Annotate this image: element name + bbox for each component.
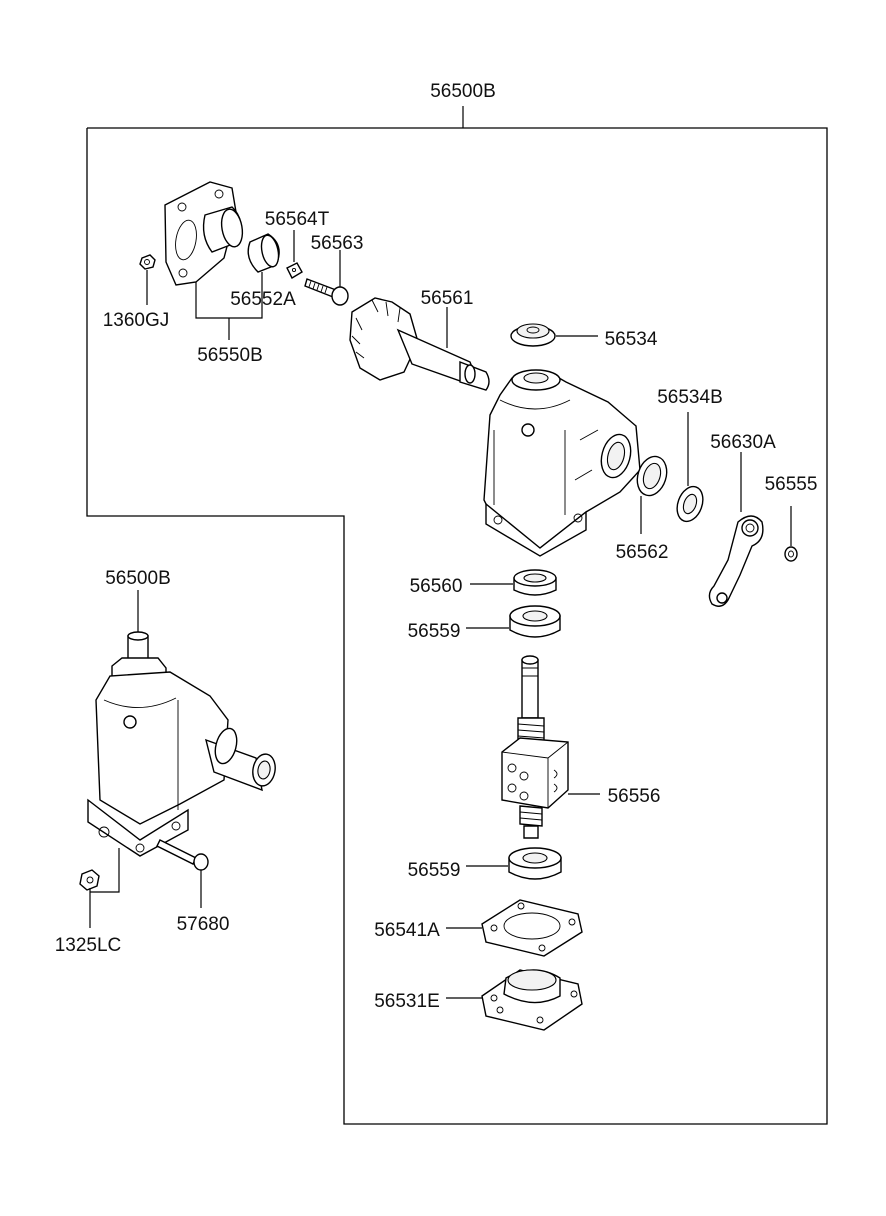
part-56559-bearing-top[interactable] (509, 605, 561, 638)
label-1360GJ: 1360GJ (103, 310, 170, 331)
label-56534: 56534 (605, 329, 658, 350)
part-56630A-pitman-arm[interactable] (708, 515, 764, 607)
label-57680: 57680 (177, 914, 230, 935)
label-56550B: 56550B (197, 345, 263, 366)
label-56500B-inset: 56500B (105, 568, 171, 589)
part-57680-bolt[interactable] (156, 839, 209, 871)
part-56561-sector-shaft[interactable] (349, 297, 490, 391)
label-56555: 56555 (765, 474, 818, 495)
part-56500B-assembled-gear[interactable] (87, 631, 278, 857)
part-56564T-plate[interactable] (286, 262, 303, 279)
part-56556-worm-ball-nut[interactable] (501, 655, 569, 839)
part-56563-screw[interactable] (304, 278, 349, 306)
label-56552A: 56552A (230, 289, 296, 310)
part-56559-bearing-bottom[interactable] (508, 847, 562, 880)
part-56534B-seal[interactable] (673, 483, 708, 525)
part-56550B-cover[interactable] (164, 181, 245, 286)
label-56559-top: 56559 (408, 621, 461, 642)
part-1360GJ-nut[interactable] (139, 254, 156, 270)
label-56541A: 56541A (374, 920, 440, 941)
label-56531E: 56531E (374, 991, 440, 1012)
label-56562: 56562 (616, 542, 669, 563)
assembly-frame (86, 127, 828, 1125)
leader-1325LC-bracket (90, 848, 120, 893)
label-56560: 56560 (410, 576, 463, 597)
part-1325LC-nut[interactable] (79, 869, 100, 891)
part-56555-nut[interactable] (784, 546, 798, 562)
part-56560-bearing[interactable] (513, 569, 557, 596)
part-56552A-bushing[interactable] (247, 233, 281, 273)
label-56534B: 56534B (657, 387, 723, 408)
label-56559-bottom: 56559 (408, 860, 461, 881)
label-56564T: 56564T (265, 209, 330, 230)
label-56500B-top: 56500B (430, 81, 496, 102)
label-56556: 56556 (608, 786, 661, 807)
label-1325LC: 1325LC (55, 935, 122, 956)
part-56541A-gasket[interactable] (481, 899, 583, 957)
part-56534-seal[interactable] (510, 323, 556, 347)
label-56563: 56563 (311, 233, 364, 254)
part-56562-bearing[interactable] (633, 453, 672, 500)
label-56561: 56561 (421, 288, 474, 309)
part-gear-housing[interactable] (483, 369, 641, 557)
part-56531E-end-cover[interactable] (481, 969, 583, 1031)
label-56630A: 56630A (710, 432, 776, 453)
